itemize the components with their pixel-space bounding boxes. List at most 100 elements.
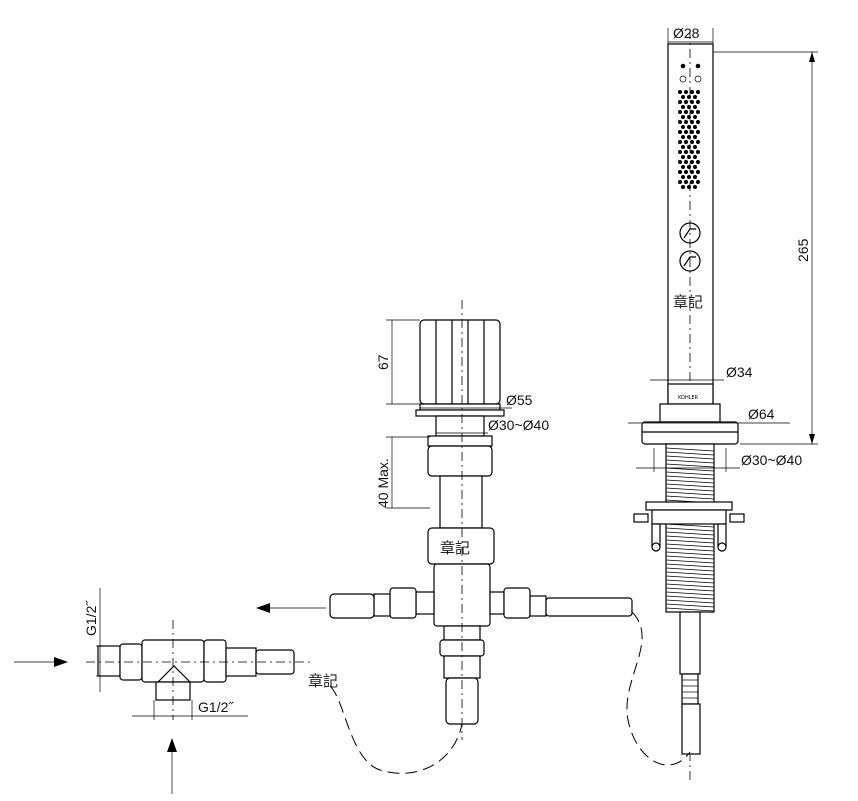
spray-nozzle	[690, 90, 694, 94]
spray-nozzle	[681, 155, 685, 159]
thread-line	[665, 583, 715, 588]
spray-nozzle	[693, 95, 697, 99]
spray-nozzle	[681, 105, 685, 109]
spray-nozzle	[696, 180, 700, 184]
hose-path	[329, 611, 691, 774]
spray-nozzle	[696, 160, 700, 164]
spray-nozzle	[678, 100, 682, 104]
spray-nozzle	[693, 155, 697, 159]
thread-line	[665, 467, 715, 472]
spray-nozzle	[681, 115, 685, 119]
thread-line	[665, 539, 715, 544]
dim-holder-hole: Ø30~Ø40	[741, 452, 802, 468]
spray-nozzle	[687, 185, 691, 189]
spray-nozzle	[690, 170, 694, 174]
thread-line	[665, 579, 715, 584]
spray-nozzle	[681, 135, 685, 139]
spray-nozzle	[687, 125, 691, 129]
thread-line	[665, 571, 715, 576]
thread-line	[665, 491, 715, 496]
spray-nozzle	[678, 90, 682, 94]
arrow-icon	[167, 738, 177, 794]
spray-nozzle	[678, 170, 682, 174]
arrow-icon	[256, 603, 326, 613]
thread-line	[665, 603, 715, 608]
valve-handle	[415, 319, 505, 447]
spray-nozzle	[696, 110, 700, 114]
spray-nozzle	[696, 130, 700, 134]
dim-valve-handle-height: 67	[375, 354, 391, 370]
spray-nozzle	[684, 110, 688, 114]
spray-nozzle	[696, 150, 700, 154]
spray-nozzle	[690, 100, 694, 104]
spray-nozzle	[693, 185, 697, 189]
thread-line	[665, 459, 715, 464]
thread-line	[665, 563, 715, 568]
spray-nozzle	[687, 135, 691, 139]
thread-line	[665, 463, 715, 468]
thread-line	[665, 451, 715, 456]
spray-face	[678, 90, 700, 189]
thread-line	[665, 479, 715, 484]
spray-nozzle	[693, 105, 697, 109]
thread-line	[665, 543, 715, 548]
thread-line	[665, 591, 715, 596]
spray-nozzle	[678, 110, 682, 114]
handshower-mark: 章記	[673, 293, 703, 311]
spray-nozzle	[681, 125, 685, 129]
thread-line	[665, 495, 715, 500]
thread-line	[665, 447, 715, 452]
dim-inlet-thread-bottom: G1/2˝	[198, 699, 234, 715]
thread-line	[665, 527, 715, 532]
spray-nozzle	[690, 160, 694, 164]
spray-nozzle	[684, 140, 688, 144]
spray-nozzle	[681, 175, 685, 179]
spray-nozzle	[678, 150, 682, 154]
dim-valve-handle-diameter: Ø55	[506, 392, 533, 408]
spray-nozzle	[684, 100, 688, 104]
tee-dimensions: G1/2˝ G1/2˝	[83, 588, 248, 720]
spray-nozzle	[678, 180, 682, 184]
spray-nozzle	[690, 110, 694, 114]
thread-line	[665, 567, 715, 572]
dim-handshower-diameter: Ø28	[673, 25, 700, 41]
spray-nozzle	[696, 140, 700, 144]
spray-nozzle	[693, 135, 697, 139]
spray-nozzle	[693, 145, 697, 149]
spray-nozzle	[681, 185, 685, 189]
handshower-dimensions: Ø28 265 Ø34 Ø64 Ø30~Ø40	[628, 25, 818, 472]
thread-line	[665, 555, 715, 560]
dim-deck-thickness: 40 Max.	[375, 458, 391, 508]
arrow-icon	[14, 657, 68, 667]
spray-nozzle	[696, 90, 700, 94]
spray-nozzle	[684, 150, 688, 154]
thread-line	[665, 595, 715, 600]
tee-mark: 章記	[308, 672, 338, 690]
thread-line	[665, 483, 715, 488]
spray-nozzle	[687, 105, 691, 109]
thread-line	[665, 455, 715, 460]
thread-line	[665, 487, 715, 492]
dim-holder-flange: Ø64	[748, 406, 775, 422]
spray-nozzle	[693, 115, 697, 119]
dim-handshower-length: 265	[795, 238, 811, 262]
handshower-holder	[633, 403, 745, 755]
thread-line	[665, 559, 715, 564]
thread-line	[665, 599, 715, 604]
tee-fitting: 章記	[86, 620, 338, 720]
spray-nozzle	[684, 120, 688, 124]
nozzle-dots	[679, 63, 702, 83]
spray-nozzle	[690, 180, 694, 184]
valve-mark: 章記	[440, 539, 470, 557]
spray-nozzle	[696, 170, 700, 174]
dim-valve-hole: Ø30~Ø40	[488, 417, 549, 433]
spray-nozzle	[678, 130, 682, 134]
thread-line	[665, 575, 715, 580]
dim-holder-diameter: Ø34	[726, 364, 753, 380]
dim-inlet-thread-top: G1/2˝	[83, 600, 99, 636]
spray-nozzle	[693, 175, 697, 179]
thread-line	[665, 587, 715, 592]
spray-nozzle	[693, 125, 697, 129]
spray-nozzle	[684, 130, 688, 134]
